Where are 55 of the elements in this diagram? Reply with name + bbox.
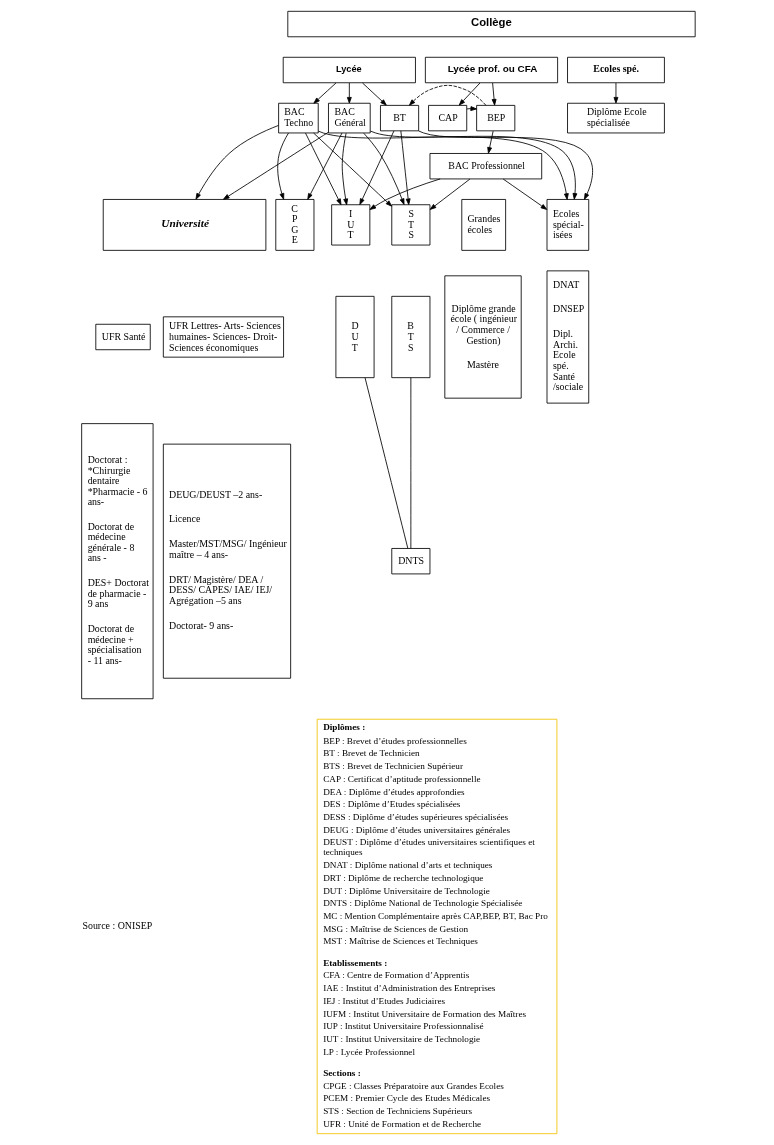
arrow <box>346 82 352 104</box>
node-box: Collège <box>287 10 696 38</box>
node-box: BT <box>380 104 420 132</box>
node-box: I U T <box>331 204 371 246</box>
arrow <box>613 82 619 104</box>
node-box: Diplômes : BEP : Brevet d’études professionnelles BT : Brevet de Technicien BTS : Brevet de Technicien Supérieur CAP : Certificat d’aptitude professionnelle DEA : Diplôme d’études approfondies DES : Diplôme d’Etudes spécialisées DESS : Diplôme d’études supérieures spécialisées DEUG : Diplôme d’études universitaires générales DEUST : Diplôme d’études universitaires scientifiques et techniques DNAT : Diplôme national d’arts et techniques DRT : Diplôme de recherche technologique DUT : Diplôme Universitaire de Technologie DNTS : Diplôme National de Technologie Spécialisée MC : Mention Complémentaire après CAP,BEP, BT, Bac Pro MSG : Maîtrise de Sciences de Gestion MST : Maîtrise de Sciences et Techniques Etablissements : CFA : Centre de Formation d’Apprentis IAE : Institut d’Administration des Entreprises IEJ : Institut d’Etudes Judiciaires IUFM : Institut Universitaire de Formation des Maîtres IUP : Institut Universitaire Professionnalisé IUT : Institut Universitaire de Technologie LP : Lycée Professionnel Sections : CPGE : Classes Préparatoire aux Grandes Ecoles PCEM : Premier Cycle des Etudes Médicales STS : Section de Techniciens Supérieurs UFR : Unité de Formation et de Recherche <box>316 718 558 1135</box>
node-box: UFR Santé <box>95 323 151 351</box>
arrow <box>307 132 343 200</box>
arrow <box>429 178 471 210</box>
arrow <box>362 82 387 106</box>
arrow <box>277 132 289 200</box>
arrow <box>313 132 393 207</box>
arrow <box>317 130 569 200</box>
node-box: S T S <box>391 204 431 246</box>
arrow <box>400 130 411 205</box>
arrow <box>195 125 279 200</box>
node-box: BAC Général <box>328 102 371 134</box>
node-box: CAP <box>428 104 468 132</box>
arrow <box>341 132 349 206</box>
node-box: BAC Techno <box>278 102 319 134</box>
connector <box>364 377 409 549</box>
arrow <box>359 130 395 205</box>
label: Source : ONISEP <box>82 920 153 932</box>
node-box: DNTS <box>391 548 431 575</box>
arrow <box>491 82 497 106</box>
node-box: C P G E <box>275 199 315 251</box>
connector <box>410 377 412 549</box>
arrow <box>458 82 481 106</box>
node-box: UFR Lettres- Arts- Sciences humaines- Sciences- Droit- Sciences économiques <box>162 316 284 358</box>
arrow <box>369 178 441 210</box>
node-box: Ecoles spé. <box>567 56 665 84</box>
arrow <box>370 130 578 200</box>
node-box: Université <box>102 199 267 251</box>
arrow <box>487 130 494 154</box>
node-box: Lycée <box>282 56 416 84</box>
node-box: Grandes écoles <box>461 199 507 251</box>
node-box: Doctorat : *Chirurgie dentaire *Pharmacie - 6 ans- Doctorat de médecine générale - 8 ans - DES+ Doctorat de pharmacie - 9 ans Doctorat de médecine + spécialisation - 11 ans- <box>81 423 154 700</box>
arrow <box>313 82 337 104</box>
node-box: BEP <box>476 104 516 132</box>
node-box: D U T <box>335 295 375 379</box>
node-box: BAC Professionnel <box>429 153 543 180</box>
node-box: Ecoles spécial- isées <box>546 199 590 251</box>
node-box: B T S <box>391 295 431 379</box>
node-box: Diplôme grande école ( ingénieur / Commerce / Gestion) Mastère <box>444 275 522 399</box>
node-box: Diplôme Ecole spécialisée <box>567 102 665 134</box>
arrow <box>502 178 548 210</box>
arrow <box>466 106 477 111</box>
node-box: Lycée prof. ou CFA <box>424 56 559 84</box>
node-box: DEUG/DEUST –2 ans- Licence Master/MST/MSG/ Ingénieur maître – 4 ans- DRT/ Magistère/ DEA / DESS/ CAPES/ IAE/ IEJ/ Agrégation –5 ans Doctorat- 9 ans- <box>162 443 292 679</box>
arrow <box>363 132 405 205</box>
arrow <box>409 84 487 106</box>
arrow <box>418 130 593 200</box>
arrow <box>305 132 342 206</box>
node-box: DNAT DNSEP Dipl. Archi. Ecole spé. Santé /sociale <box>546 270 590 404</box>
arrow <box>223 131 329 200</box>
